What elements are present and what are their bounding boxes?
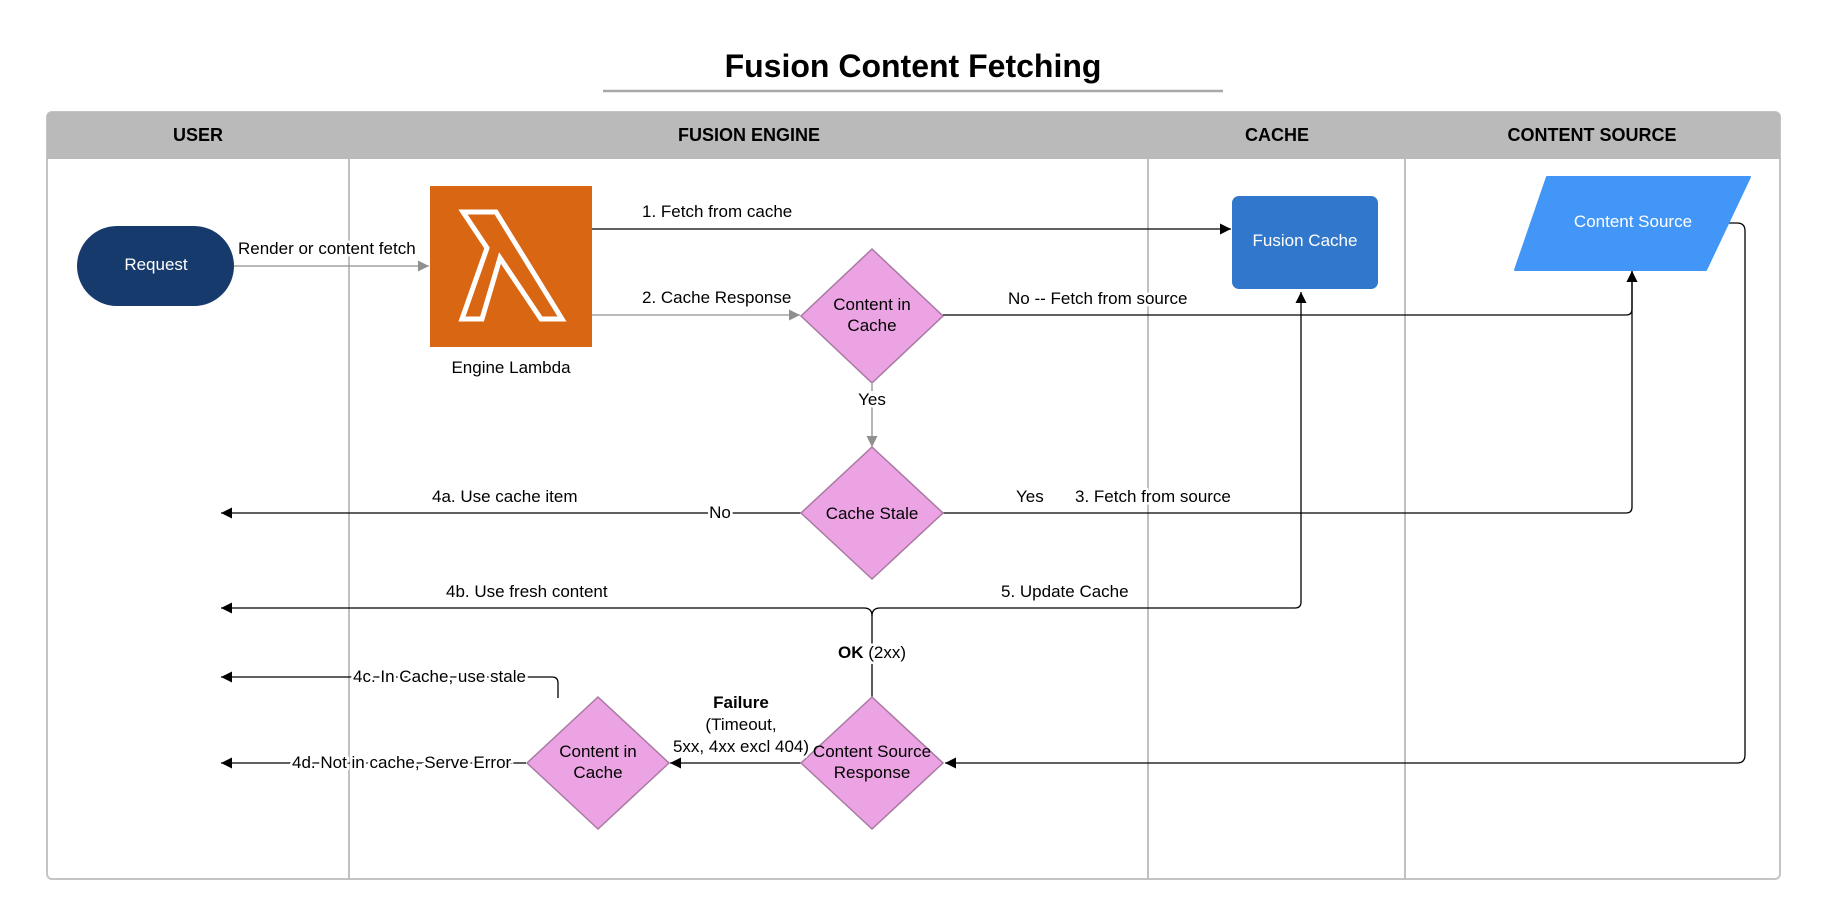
request-label: Request [124, 255, 188, 274]
content-source-response-line2: Response [834, 763, 911, 782]
content-source-label: Content Source [1574, 212, 1692, 231]
content-in-cache-fallback-line1: Content in [559, 742, 637, 761]
edge-label-no-fetch-from-source: No -- Fetch from source [1008, 289, 1188, 308]
edge-label-ok: OK (2xx) [838, 643, 906, 662]
edge-label-fetch-from-source: 3. Fetch from source [1075, 487, 1231, 506]
swimlane-header-bar [47, 112, 1780, 159]
edge-label-failure-line2: (Timeout, [705, 715, 776, 734]
edge-label-update-cache: 5. Update Cache [1001, 582, 1129, 601]
edge-label-yes-stale: Yes [1016, 487, 1044, 506]
lane-header-content-source: CONTENT SOURCE [1507, 125, 1676, 145]
lambda-icon [458, 209, 567, 322]
edge-label-ok-status: (2xx) [864, 643, 907, 662]
diagram-title: Fusion Content Fetching [725, 48, 1102, 84]
engine-lambda-label: Engine Lambda [451, 358, 571, 377]
content-in-cache-fallback-line2: Cache [573, 763, 622, 782]
content-source-response-decision [799, 695, 945, 831]
edge-label-use-fresh-content: 4b. Use fresh content [446, 582, 608, 601]
lane-header-cache: CACHE [1245, 125, 1309, 145]
content-in-cache-decision [799, 247, 945, 385]
edge-in-cache-use-stale [221, 671, 559, 698]
content-source-response-line1: Content Source [813, 742, 931, 761]
content-in-cache-label-line2: Cache [847, 316, 896, 335]
edge-label-use-cache-item: 4a. Use cache item [432, 487, 578, 506]
edge-source-to-response [945, 222, 1746, 769]
edge-update-cache [871, 292, 1307, 617]
edge-label-cache-response: 2. Cache Response [642, 288, 791, 307]
edge-fetch-from-source [943, 271, 1638, 514]
fusion-cache-box [1232, 196, 1378, 289]
fusion-cache-label: Fusion Cache [1253, 231, 1358, 250]
edge-label-render-or-content-fetch: Render or content fetch [238, 239, 416, 258]
cache-stale-label: Cache Stale [826, 504, 919, 523]
edge-label-ok-bold: OK [838, 643, 864, 662]
engine-lambda-box [430, 186, 592, 347]
content-in-cache-label-line1: Content in [833, 295, 911, 314]
request-terminal [77, 226, 234, 306]
edge-label-failure-title: Failure [713, 693, 769, 712]
edge-label-no-not-stale: No [709, 503, 731, 522]
edge-label-not-in-cache-serve-error: 4d. Not in cache, Serve Error [292, 753, 512, 772]
content-source-shape [1514, 176, 1751, 271]
edge-label-in-cache-use-stale: 4c. In Cache, use stale [353, 667, 526, 686]
lane-header-user: USER [173, 125, 223, 145]
edge-label-failure-line3: 5xx, 4xx excl 404) [673, 737, 809, 756]
lane-header-engine: FUSION ENGINE [678, 125, 820, 145]
edge-label-yes-content-in-cache: Yes [858, 390, 886, 409]
cache-stale-decision [799, 445, 945, 581]
edge-label-fetch-from-cache: 1. Fetch from cache [642, 202, 792, 221]
content-in-cache-fallback-decision [525, 695, 671, 831]
